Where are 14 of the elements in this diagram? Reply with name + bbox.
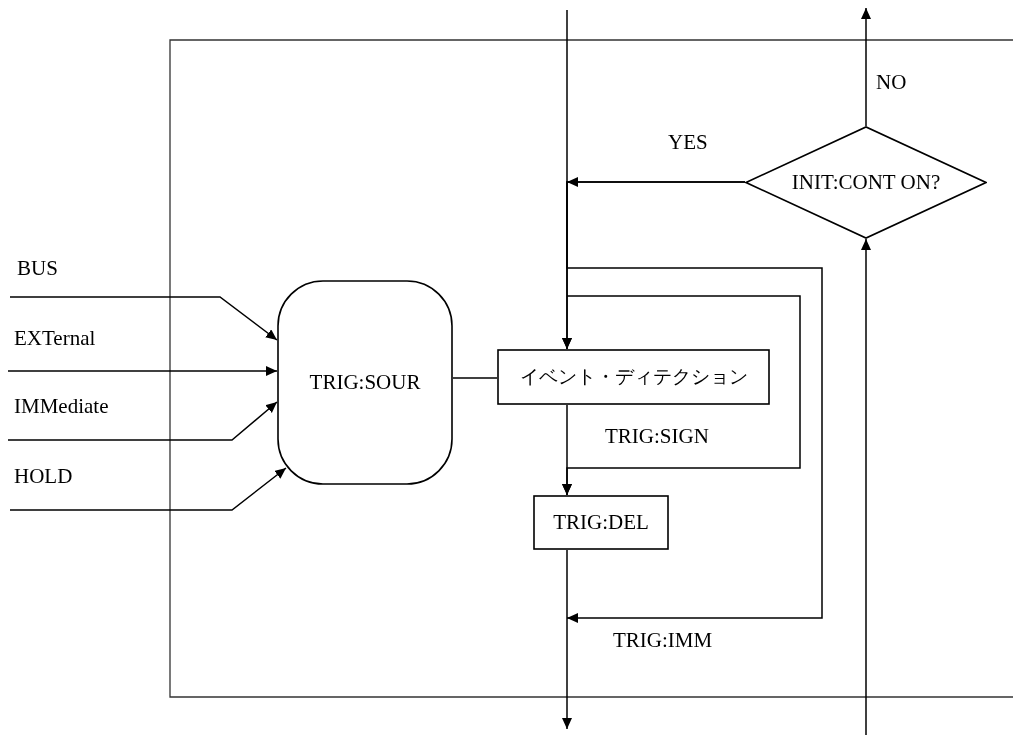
arrow [7, 366, 278, 376]
arrow [566, 181, 823, 623]
arrow [562, 295, 801, 496]
arrow [9, 467, 287, 511]
arrow [861, 7, 871, 127]
decision-diamond: INIT:CONT ON? [745, 126, 987, 239]
connector-line [452, 377, 498, 379]
arrow [9, 296, 278, 341]
process-box: イベント・ディテクション [497, 349, 770, 405]
arrow [7, 401, 278, 441]
arrow [562, 549, 572, 730]
process-box: TRIG:SOUR [277, 280, 453, 485]
arrow [861, 238, 871, 735]
process-box: TRIG:DEL [533, 495, 669, 550]
